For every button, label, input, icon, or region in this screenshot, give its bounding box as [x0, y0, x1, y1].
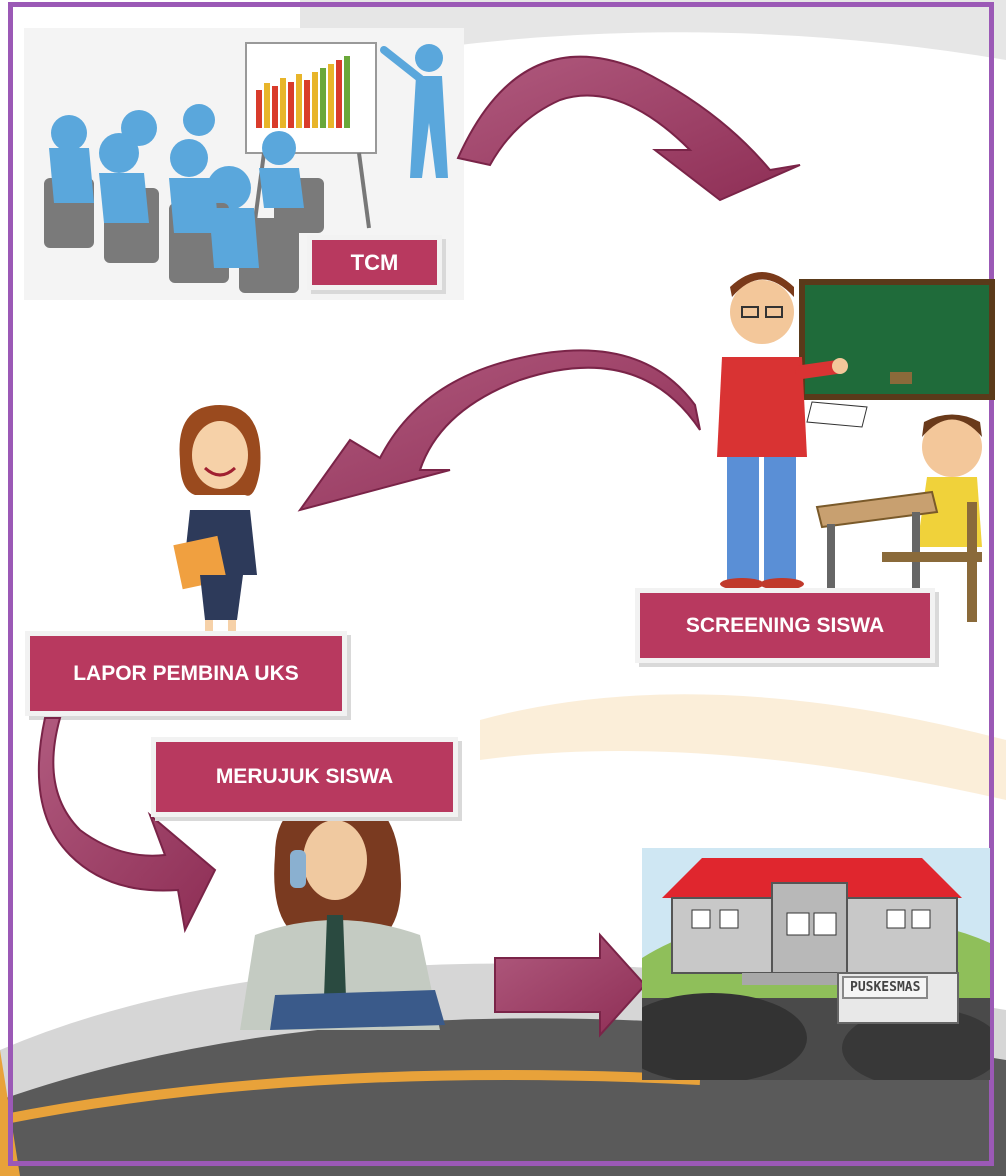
- merujuk-label: MERUJUK SISWA: [151, 737, 458, 817]
- puskesmas-building-icon: [642, 848, 990, 1080]
- teacher-student-icon: [717, 272, 995, 622]
- tcm-label: TCM: [307, 235, 442, 290]
- woman-on-phone-icon: [240, 795, 445, 1030]
- woman-on-phone-scene: [235, 795, 465, 1035]
- presentation-scene: [24, 28, 464, 300]
- teacher-student-scene: [712, 262, 998, 622]
- puskesmas-sign: PUSKESMAS: [842, 976, 929, 999]
- puskesmas-scene: [642, 848, 990, 1080]
- woman-with-folder-scene: [165, 400, 275, 635]
- lapor-label: LAPOR PEMBINA UKS: [25, 631, 347, 716]
- screening-label: SCREENING SISWA: [635, 588, 935, 663]
- diagram-frame: [8, 2, 994, 1166]
- woman-with-folder-icon: [173, 405, 261, 634]
